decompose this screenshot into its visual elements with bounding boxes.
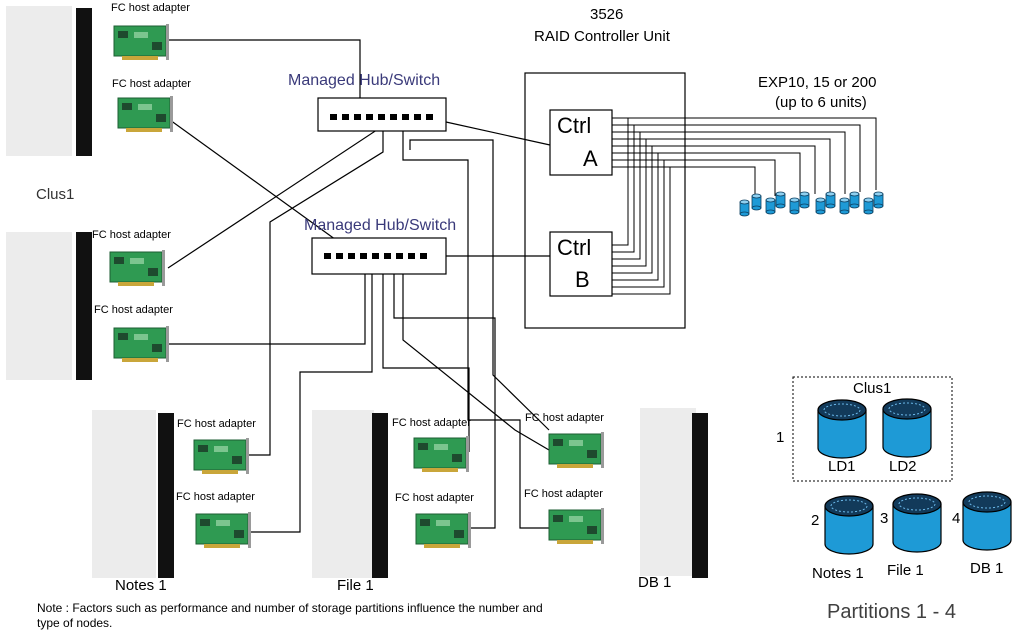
fc-label-file1-2: FC host adapter: [395, 492, 474, 504]
cylinder-notes1: [824, 495, 874, 555]
partition-cylinders: [817, 398, 1012, 555]
card-db1-2: [548, 507, 605, 545]
raid-controller-unit: [524, 72, 686, 329]
cylinder-ld2: [882, 398, 932, 458]
card-clus1-2: [117, 95, 174, 133]
partition-notes1-label: Notes 1: [812, 565, 864, 582]
expansion-disk-stacks: [739, 191, 884, 217]
expansion-cables: [612, 117, 877, 295]
cylinder-file1: [892, 493, 942, 553]
server-towers: [76, 8, 708, 578]
raid-model-label: 3526: [590, 6, 624, 23]
fc-label-clus1-2: FC host adapter: [112, 78, 191, 90]
partition-ld2-label: LD2: [889, 458, 917, 475]
hub-top-label: Managed Hub/Switch: [288, 72, 441, 89]
server-notes1: [158, 413, 174, 578]
ctrl-a-box: [549, 109, 613, 176]
card-clus1-4: [113, 325, 170, 363]
partition-ld1-label: LD1: [828, 458, 856, 475]
partitions-caption: Partitions 1 - 4: [827, 601, 956, 623]
ctrl-b-line2: B: [575, 267, 590, 292]
ctrl-a-line1: Ctrl: [557, 113, 592, 138]
fc-cables: [166, 39, 551, 533]
hub-bottom-label: Managed Hub/Switch: [304, 217, 457, 234]
card-db1-1: [548, 431, 605, 469]
card-clus1-1: [113, 23, 170, 61]
ctrl-b-line1: Ctrl: [557, 235, 592, 260]
hub-bottom: [311, 237, 447, 275]
partition-group-title: Clus1: [853, 380, 892, 397]
card-notes1-1: [193, 437, 250, 475]
cylinder-db1: [962, 491, 1012, 551]
server-clus1-top: [76, 8, 92, 156]
node-db1-label: DB 1: [638, 574, 672, 591]
fc-label-db1-1: FC host adapter: [525, 412, 604, 424]
server-db1: [692, 413, 708, 578]
fc-label-clus1-1: FC host adapter: [111, 2, 190, 14]
card-file1-2: [415, 511, 472, 549]
card-file1-1: [413, 435, 470, 473]
partition-number-4: 4: [952, 510, 961, 527]
clus1-partition-group: [792, 376, 953, 482]
node-notes1-label: Notes 1: [115, 577, 167, 594]
expansion-line1: EXP10, 15 or 200: [758, 74, 877, 91]
node-clus1-label: Clus1: [36, 186, 75, 203]
server-file1: [372, 413, 388, 578]
cylinder-ld1: [817, 399, 867, 459]
raid-name-label: RAID Controller Unit: [534, 28, 670, 45]
footnote: Note : Factors such as performance and n…: [37, 601, 543, 630]
card-notes1-2: [195, 511, 252, 549]
partition-db1-label: DB 1: [970, 560, 1004, 577]
fc-label-file1-1: FC host adapter: [392, 417, 471, 429]
partition-number-3: 3: [880, 510, 889, 527]
fc-label-db1-2: FC host adapter: [524, 488, 603, 500]
expansion-line2: (up to 6 units): [775, 94, 867, 111]
server-clus1-bottom: [76, 232, 92, 380]
card-clus1-3: [109, 249, 166, 287]
server-tower-ghosts: [6, 6, 696, 578]
fc-label-clus1-4: FC host adapter: [94, 304, 173, 316]
fc-label-notes1-1: FC host adapter: [177, 418, 256, 430]
fc-label-notes1-2: FC host adapter: [176, 491, 255, 503]
partition-file1-label: File 1: [887, 562, 924, 579]
partition-number-2: 2: [811, 512, 820, 529]
ctrl-a-line2: A: [583, 146, 598, 171]
hub-top: [317, 97, 447, 132]
partition-number-1: 1: [776, 429, 785, 446]
ctrl-b-box: [549, 231, 613, 297]
fc-label-clus1-3: FC host adapter: [92, 229, 171, 241]
node-file1-label: File 1: [337, 577, 374, 594]
